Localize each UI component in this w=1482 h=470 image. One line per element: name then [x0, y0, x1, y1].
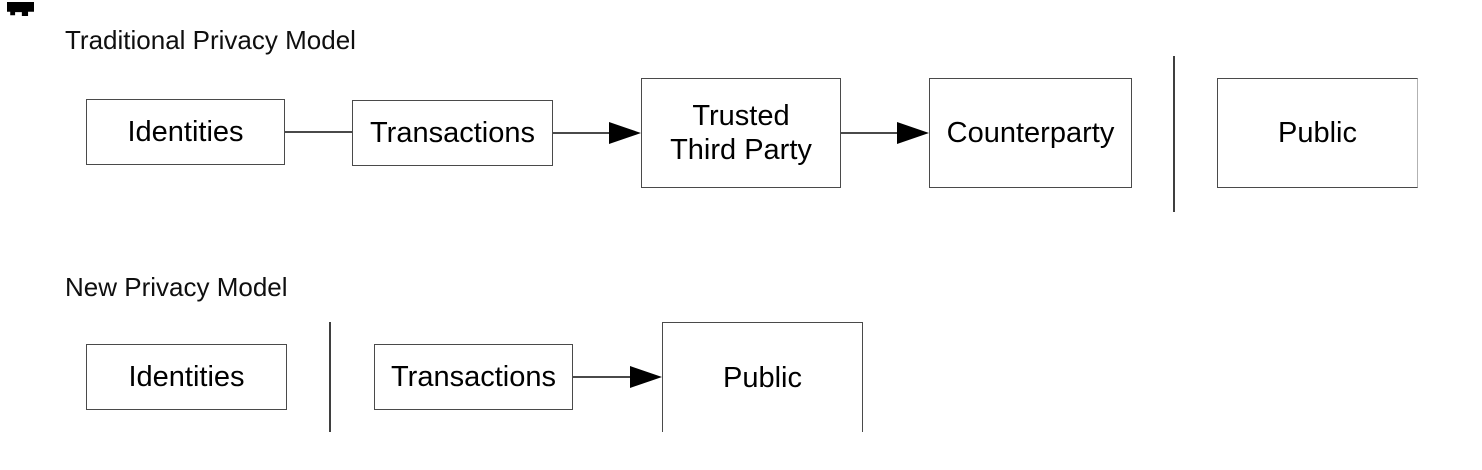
box-label-line2: Third Party [670, 134, 812, 166]
box-transactions-traditional: Transactions [352, 100, 553, 166]
box-label-line1: Trusted [692, 100, 790, 132]
box-label: Identities [127, 116, 244, 148]
box-identities-traditional: Identities [86, 99, 285, 165]
arrow-line-ttp-to-counterparty [841, 132, 899, 134]
box-identities-new: Identities [86, 344, 287, 410]
privacy-divider-traditional [1173, 56, 1175, 212]
box-public-new: Public [662, 322, 863, 432]
box-label: Public [723, 361, 802, 394]
connector-identities-transactions [285, 131, 352, 133]
box-counterparty: Counterparty [929, 78, 1132, 188]
traditional-model-title: Traditional Privacy Model [65, 25, 356, 55]
arrow-line-transactions-to-ttp [553, 132, 611, 134]
box-transactions-new: Transactions [374, 344, 573, 410]
arrowhead-icon [897, 121, 929, 144]
privacy-divider-new [329, 322, 331, 432]
box-label: Transactions [370, 117, 535, 149]
arrowhead-icon [630, 365, 662, 388]
box-label: Counterparty [946, 117, 1115, 149]
box-label: Transactions [391, 361, 556, 393]
arrowhead-icon [609, 121, 641, 144]
box-label: Identities [128, 361, 245, 393]
arrow-line-transactions-to-public [573, 376, 632, 378]
clipped-text-fragment [7, 2, 34, 16]
new-model-title: New Privacy Model [65, 272, 288, 302]
box-label: Public [1278, 117, 1357, 149]
box-trusted-third-party: Trusted Third Party [641, 78, 841, 188]
box-public-traditional: Public [1217, 78, 1418, 188]
